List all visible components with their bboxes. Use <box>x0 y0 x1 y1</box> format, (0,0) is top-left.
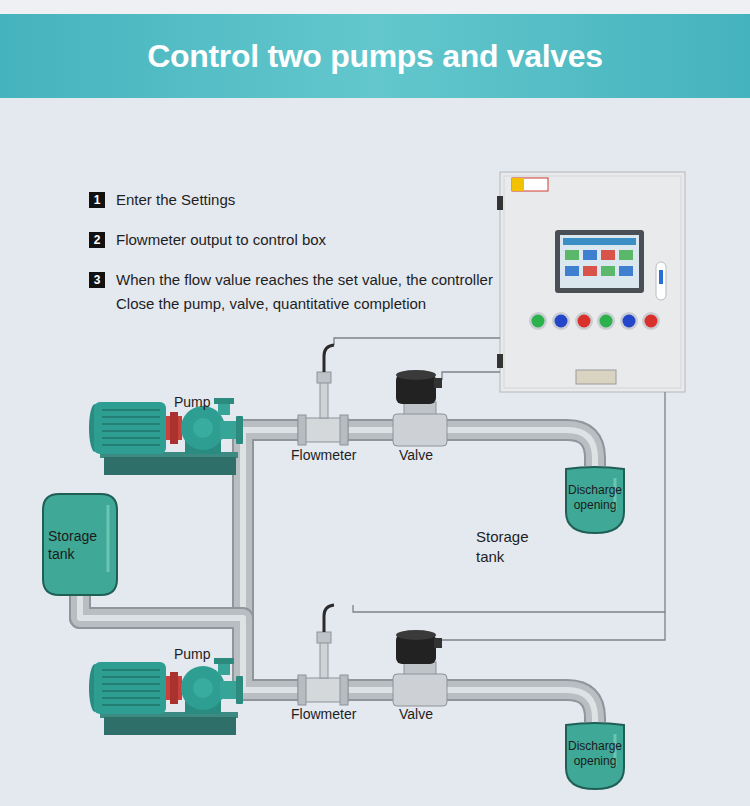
control-box <box>563 238 636 245</box>
control-box <box>576 370 616 384</box>
flowmeter <box>298 605 348 705</box>
step-number-box: 2 <box>89 232 105 248</box>
control-box <box>656 262 666 300</box>
control-box <box>578 315 591 328</box>
flowmeter <box>298 345 348 445</box>
callout-number: 2 <box>94 232 101 248</box>
control-box <box>512 178 548 191</box>
part-name: Flowmeter <box>291 447 371 463</box>
control-box <box>620 312 638 330</box>
control-box <box>583 266 597 276</box>
control-box <box>619 266 633 276</box>
callout-number: 1 <box>94 192 101 208</box>
step-number-box: 3 <box>89 272 105 288</box>
square-outline <box>89 232 105 248</box>
signal-wire <box>334 338 665 640</box>
control-box <box>532 315 545 328</box>
control-box <box>601 250 615 260</box>
pump <box>89 658 243 735</box>
tank-shape <box>42 493 118 596</box>
callout-number: 3 <box>94 272 101 288</box>
control-box <box>565 250 579 260</box>
highlight <box>107 505 110 572</box>
step-number-box: 1 <box>89 192 105 208</box>
control-box <box>565 266 579 276</box>
control-box <box>597 312 615 330</box>
tank-label: Discharge opening <box>566 739 624 769</box>
control-box <box>504 176 681 388</box>
part-name: Flowmeter <box>291 706 371 722</box>
drum-outline <box>566 723 624 789</box>
control-box <box>529 312 547 330</box>
signal-wire <box>442 372 500 380</box>
part-name: Storage tank <box>476 527 534 567</box>
control-box <box>560 235 639 288</box>
control-box <box>645 315 658 328</box>
control-box <box>619 250 633 260</box>
control-box <box>642 312 660 330</box>
drum-outline <box>566 467 624 533</box>
part-name: Pump <box>174 394 234 410</box>
control-box <box>512 178 524 191</box>
part-name: Valve <box>399 447 459 463</box>
step-text: Enter the Settings <box>116 190 476 210</box>
control-box <box>659 270 663 284</box>
signal-wire <box>334 338 500 345</box>
control-box <box>575 312 593 330</box>
square-outline <box>89 192 105 208</box>
step-text: Flowmeter output to control box <box>116 230 476 250</box>
top-strip <box>0 0 750 14</box>
title-band: Control two pumps and valves <box>0 14 750 98</box>
control-box <box>497 354 503 368</box>
discharge-tank: Discharge opening <box>565 722 625 790</box>
part-name: Pump <box>174 646 234 662</box>
flowmeter <box>298 345 348 705</box>
control-box <box>601 266 615 276</box>
control-box <box>600 315 613 328</box>
solenoid-valve <box>393 370 447 446</box>
control-box <box>583 250 597 260</box>
control-box <box>623 315 636 328</box>
control-box <box>552 312 570 330</box>
square-outline <box>89 272 105 288</box>
signal-wire <box>442 612 665 640</box>
control-box <box>555 230 644 293</box>
storage-tank: Storage tank <box>42 493 118 596</box>
tank-outline <box>43 494 117 595</box>
control-box <box>497 172 685 392</box>
control-box <box>500 172 685 392</box>
step-text: When the flow value reaches the set valu… <box>116 268 508 316</box>
control-box <box>555 315 568 328</box>
solenoid-valve <box>393 370 447 706</box>
control-box <box>497 196 503 210</box>
tank-label: Storage tank <box>48 527 104 563</box>
pump <box>89 398 243 475</box>
part-name: Valve <box>399 706 459 722</box>
title: Control two pumps and valves <box>147 38 603 75</box>
tank-label: Discharge opening <box>566 483 624 513</box>
discharge-tank: Discharge opening <box>565 466 625 534</box>
solenoid-valve <box>393 630 447 706</box>
